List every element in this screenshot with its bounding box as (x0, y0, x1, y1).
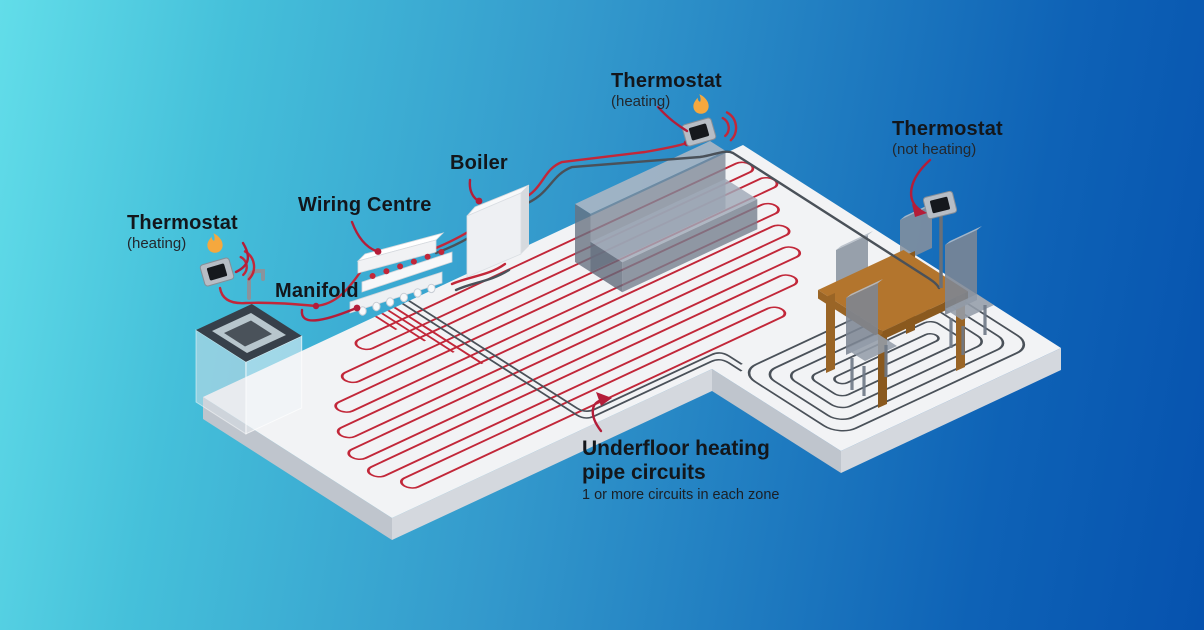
dining-set (818, 201, 994, 408)
label-title: Thermostat (611, 70, 722, 92)
label-thermostat-right: Thermostat (not heating) (892, 119, 1003, 158)
label-subtitle: (heating) (611, 93, 671, 110)
label-title: Boiler (450, 152, 508, 174)
label-subtitle: (not heating) (892, 141, 977, 158)
chair (846, 226, 994, 396)
leader-lines (234, 105, 932, 433)
floor-top-surface (203, 145, 1061, 518)
label-thermostat-top: Thermostat (heating) (611, 71, 722, 110)
wifi-signal-icon (720, 110, 740, 143)
manifold-device (349, 249, 453, 316)
label-title: Manifold (275, 280, 359, 302)
label-title: Thermostat (127, 212, 238, 234)
label-boiler: Boiler (450, 153, 508, 174)
sink-unit (195, 269, 303, 435)
sofa (575, 141, 758, 293)
heating-pipe-circuit-red (334, 161, 802, 489)
arrowhead (912, 204, 927, 217)
label-underfloor-pipe-circuits: Underfloor heating pipe circuits 1 or mo… (582, 437, 779, 504)
boiler-device (466, 184, 530, 278)
floor-slab (203, 145, 1061, 540)
label-title: Wiring Centre (298, 194, 432, 216)
label-subtitle: 1 or more circuits in each zone (582, 487, 780, 504)
label-title-line1: Underfloor heating (582, 437, 770, 460)
label-wiring-centre: Wiring Centre (298, 195, 432, 216)
label-subtitle: (heating) (127, 235, 187, 252)
label-title: Thermostat (892, 118, 1003, 140)
arrowhead (596, 392, 612, 406)
label-thermostat-left: Thermostat (heating) (127, 213, 238, 252)
thermostat-right-device (922, 190, 958, 288)
label-manifold: Manifold (275, 281, 359, 302)
label-title-line2: pipe circuits (582, 461, 706, 485)
